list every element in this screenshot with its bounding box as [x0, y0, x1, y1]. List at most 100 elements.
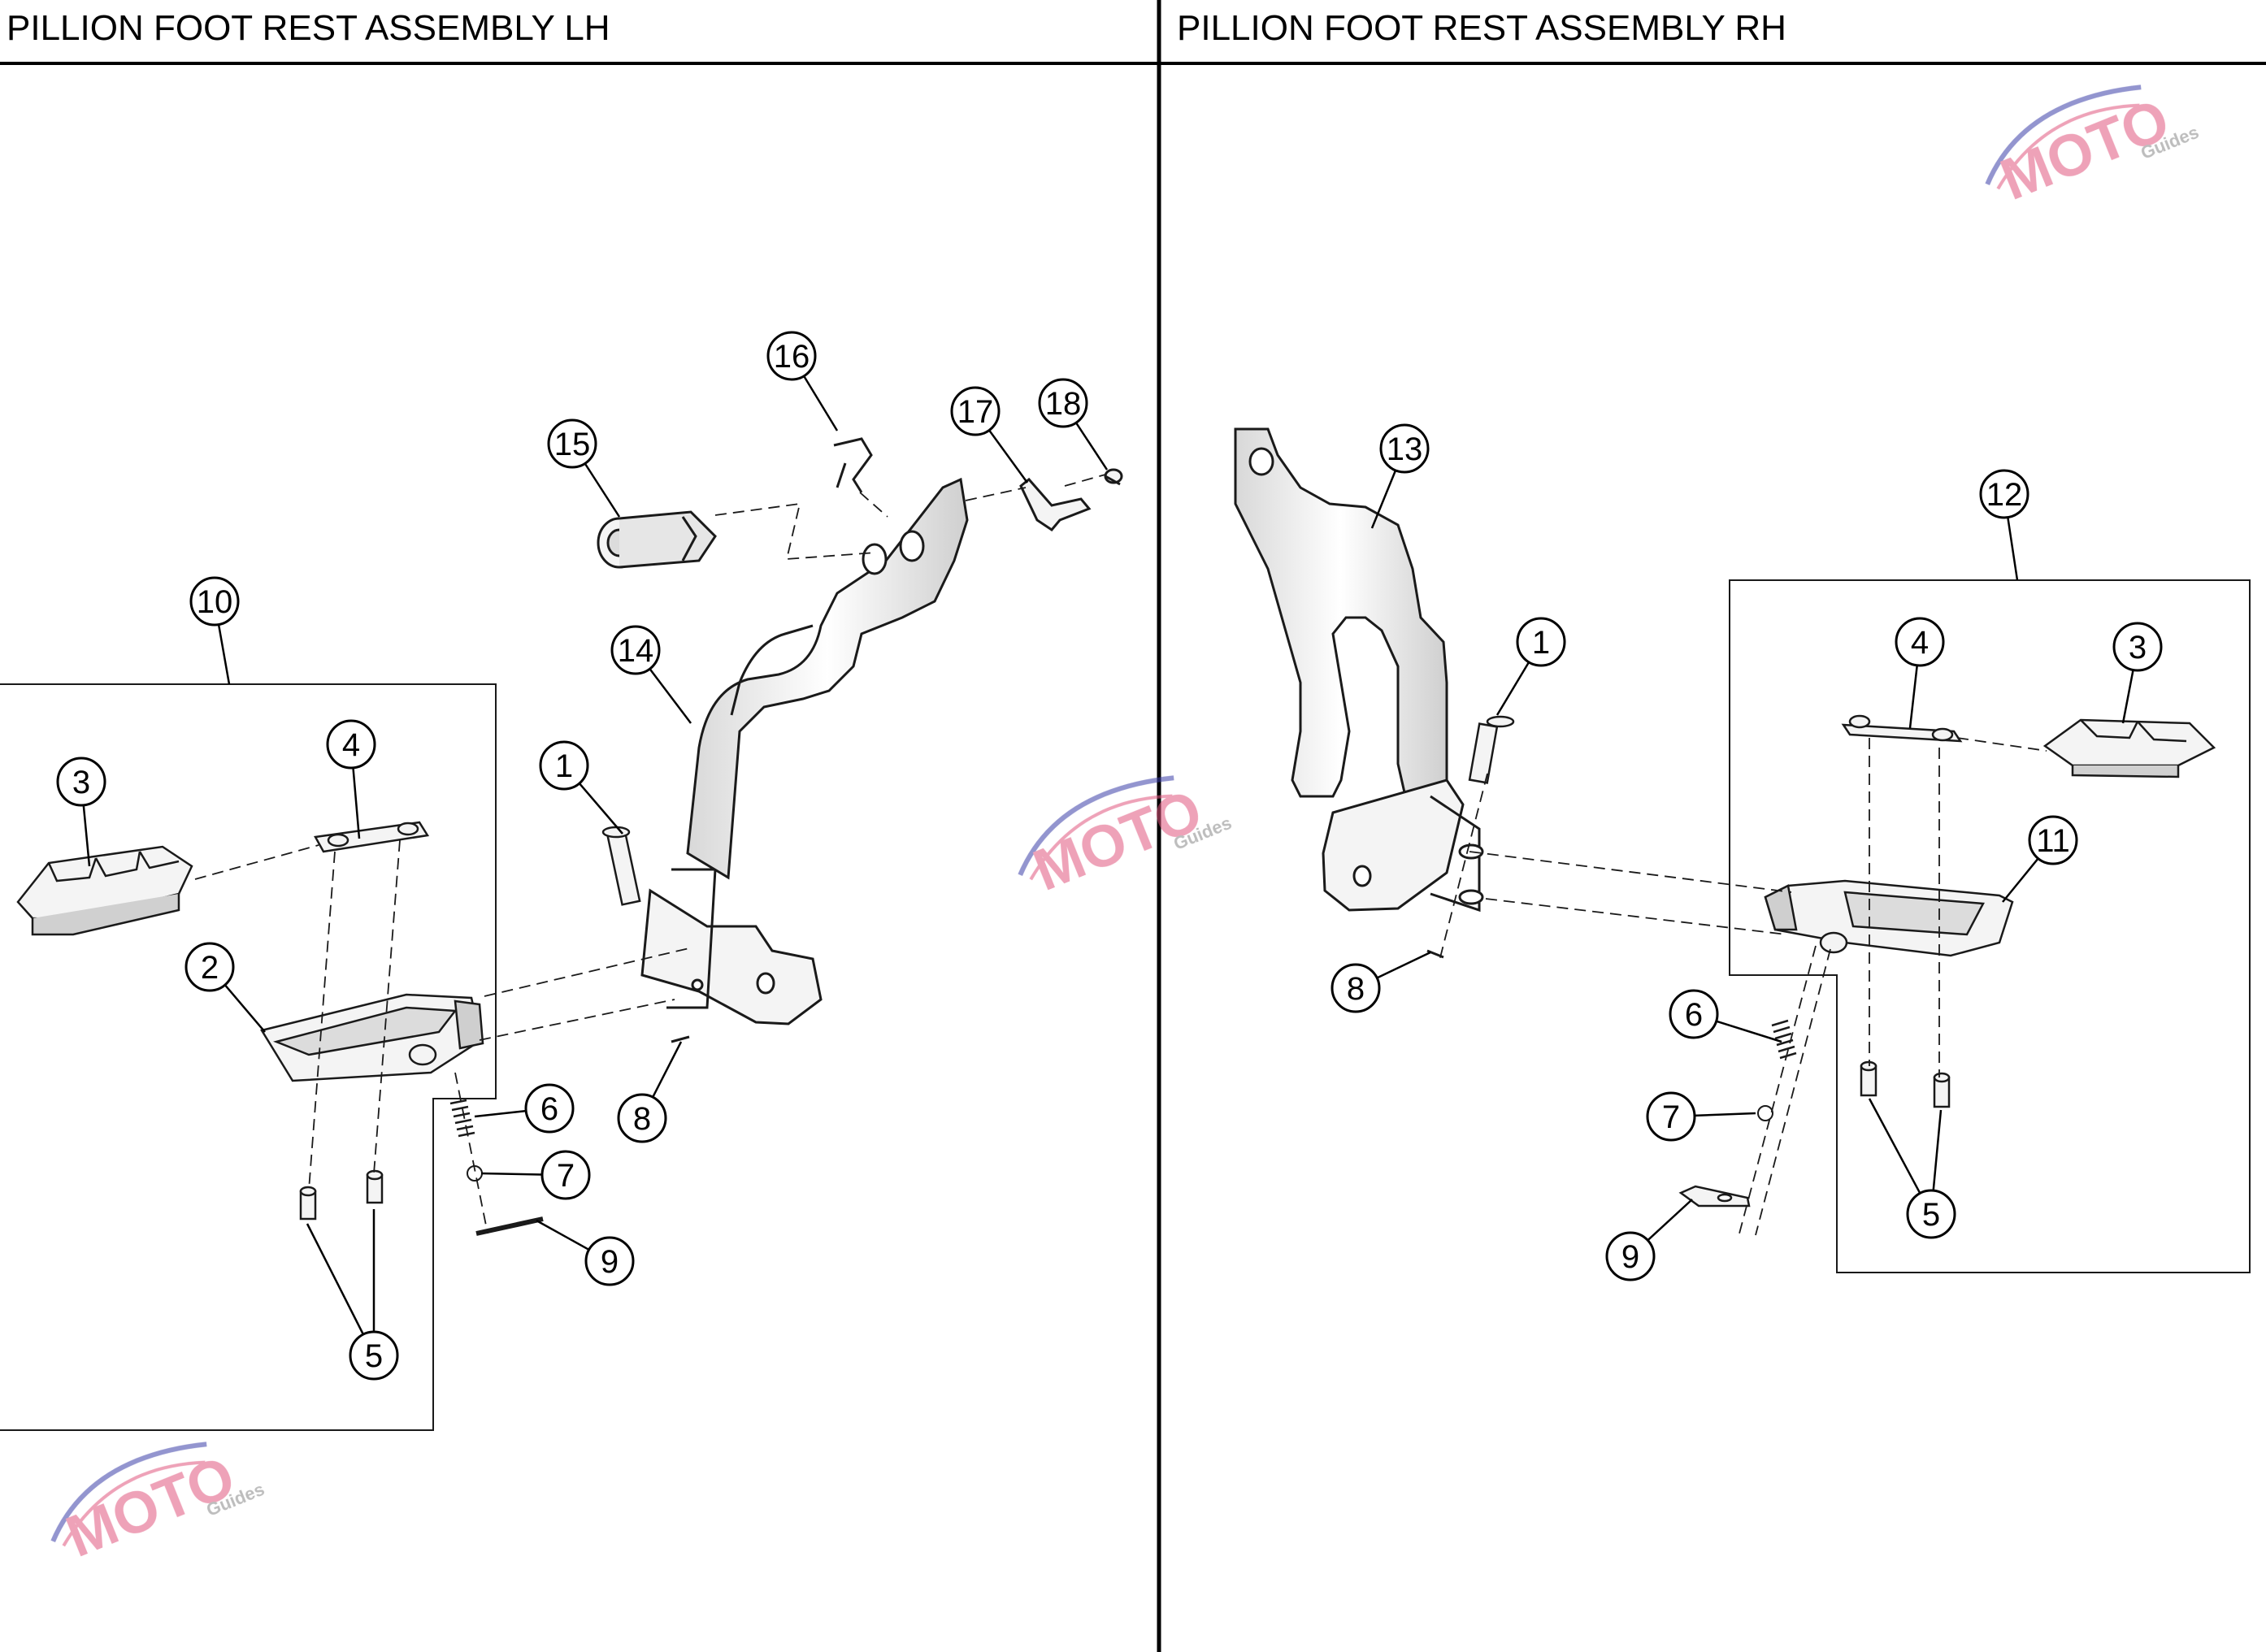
callout-balloon [1038, 378, 1088, 428]
callout-balloon [2112, 622, 2163, 672]
bracket-lh [640, 477, 969, 1025]
callout-rh-13: 13 [1370, 423, 1430, 529]
callout-balloon [184, 942, 235, 992]
callout-rh-7: 7 [1646, 1091, 1756, 1142]
callout-leader [480, 1172, 543, 1176]
ball-rh [1757, 1105, 1773, 1121]
callout-balloon [1379, 423, 1430, 474]
stay-17 [1019, 477, 1092, 531]
callout-rh-1: 1 [1495, 617, 1566, 716]
callout-number: 2 [201, 950, 219, 986]
callout-balloon [349, 1330, 399, 1381]
callout-leader [578, 783, 623, 835]
callout-number: 7 [557, 1158, 575, 1194]
callout-lh-4: 4 [326, 719, 376, 839]
spring-lh [449, 1099, 475, 1138]
callout-number: 5 [365, 1338, 383, 1374]
callout-rh-4: 4 [1895, 617, 1945, 729]
callout-number: 9 [601, 1244, 619, 1280]
callout-balloon [540, 1150, 591, 1200]
callout-balloon [539, 740, 589, 791]
callout-number: 8 [1347, 971, 1365, 1007]
pin-lh [475, 1216, 544, 1236]
callout-leader [584, 462, 621, 518]
callout-balloon [1646, 1091, 1696, 1142]
callout-number: 1 [1532, 625, 1550, 661]
callout-leader [474, 1109, 527, 1118]
callout-leader [306, 1223, 365, 1335]
callout-leader [224, 984, 266, 1033]
callout-balloon [547, 418, 597, 469]
callout-leader [1908, 665, 1918, 729]
callout-balloon [1979, 469, 2029, 519]
callout-rh-3: 3 [2112, 622, 2163, 724]
clip-18 [1104, 468, 1123, 486]
callout-number: 13 [1387, 431, 1423, 467]
callout-rh-8: 8 [1331, 951, 1431, 1013]
callout-leader [652, 1041, 683, 1098]
callout-number: 7 [1662, 1099, 1680, 1135]
callout-number: 17 [957, 394, 994, 430]
callout-rh-9: 9 [1605, 1199, 1693, 1281]
callout-balloon [1516, 617, 1566, 667]
callout-balloon [1605, 1231, 1656, 1281]
rubber-pad-rh [2042, 718, 2216, 778]
callout-leader [1716, 1020, 1782, 1043]
callout-leader [82, 804, 91, 867]
callout-lh-6: 6 [474, 1083, 575, 1134]
callout-balloon [584, 1236, 635, 1286]
subassembly-10-box [0, 683, 497, 1431]
callout-leader [1932, 1109, 1943, 1191]
callout-lh-2: 2 [184, 942, 266, 1033]
callout-leader [2121, 670, 2134, 724]
callout-balloon [610, 625, 661, 675]
callout-balloon [524, 1083, 575, 1134]
callout-lh-16: 16 [766, 331, 839, 431]
callout-number: 8 [633, 1101, 651, 1137]
callout-number: 6 [540, 1091, 558, 1127]
plate-rh [1841, 714, 1963, 743]
callout-balloon [617, 1093, 667, 1143]
callout-balloon [1906, 1189, 1956, 1239]
callout-leader [352, 767, 361, 839]
callout-leader [1074, 422, 1109, 470]
callout-balloon [1331, 963, 1381, 1013]
callout-number: 15 [554, 427, 591, 462]
rubber-pad-lh [16, 845, 193, 936]
subassembly-12-box [1729, 579, 2251, 1273]
callout-number: 6 [1685, 997, 1703, 1033]
callout-number: 9 [1621, 1239, 1639, 1275]
callout-lh-18: 18 [1038, 378, 1109, 470]
callout-lh-1: 1 [539, 740, 623, 835]
callout-rh-5: 5 [1868, 1098, 1956, 1239]
callout-balloon [1895, 617, 1945, 667]
callout-leader [1376, 951, 1431, 979]
pin-1-lh [601, 826, 641, 906]
bolts-rh [1860, 1060, 1951, 1108]
callout-rh-11: 11 [2002, 815, 2078, 903]
plate-lh [314, 821, 430, 853]
spring-rh [1771, 1019, 1797, 1060]
callout-number: 4 [342, 727, 360, 763]
callout-lh-10: 10 [189, 576, 240, 685]
callout-number: 12 [1986, 477, 2023, 513]
callout-leader [1647, 1199, 1693, 1242]
callout-balloon [189, 576, 240, 627]
callout-leader [2002, 857, 2039, 903]
callout-balloon [950, 386, 1001, 436]
pin-plate-rh [1678, 1185, 1751, 1208]
callout-leader [217, 624, 231, 685]
callout-balloon [56, 757, 106, 807]
callout-lh-7: 7 [480, 1150, 591, 1200]
callout-balloon [2028, 815, 2078, 865]
callout-leader [536, 1219, 590, 1251]
callout-number: 3 [2129, 630, 2147, 666]
callout-number: 5 [1922, 1197, 1940, 1233]
callout-leader [988, 429, 1029, 483]
callout-number: 10 [197, 584, 233, 620]
callout-leader [1370, 470, 1397, 529]
footpeg-lh [260, 993, 484, 1082]
socket-lh [597, 510, 717, 569]
